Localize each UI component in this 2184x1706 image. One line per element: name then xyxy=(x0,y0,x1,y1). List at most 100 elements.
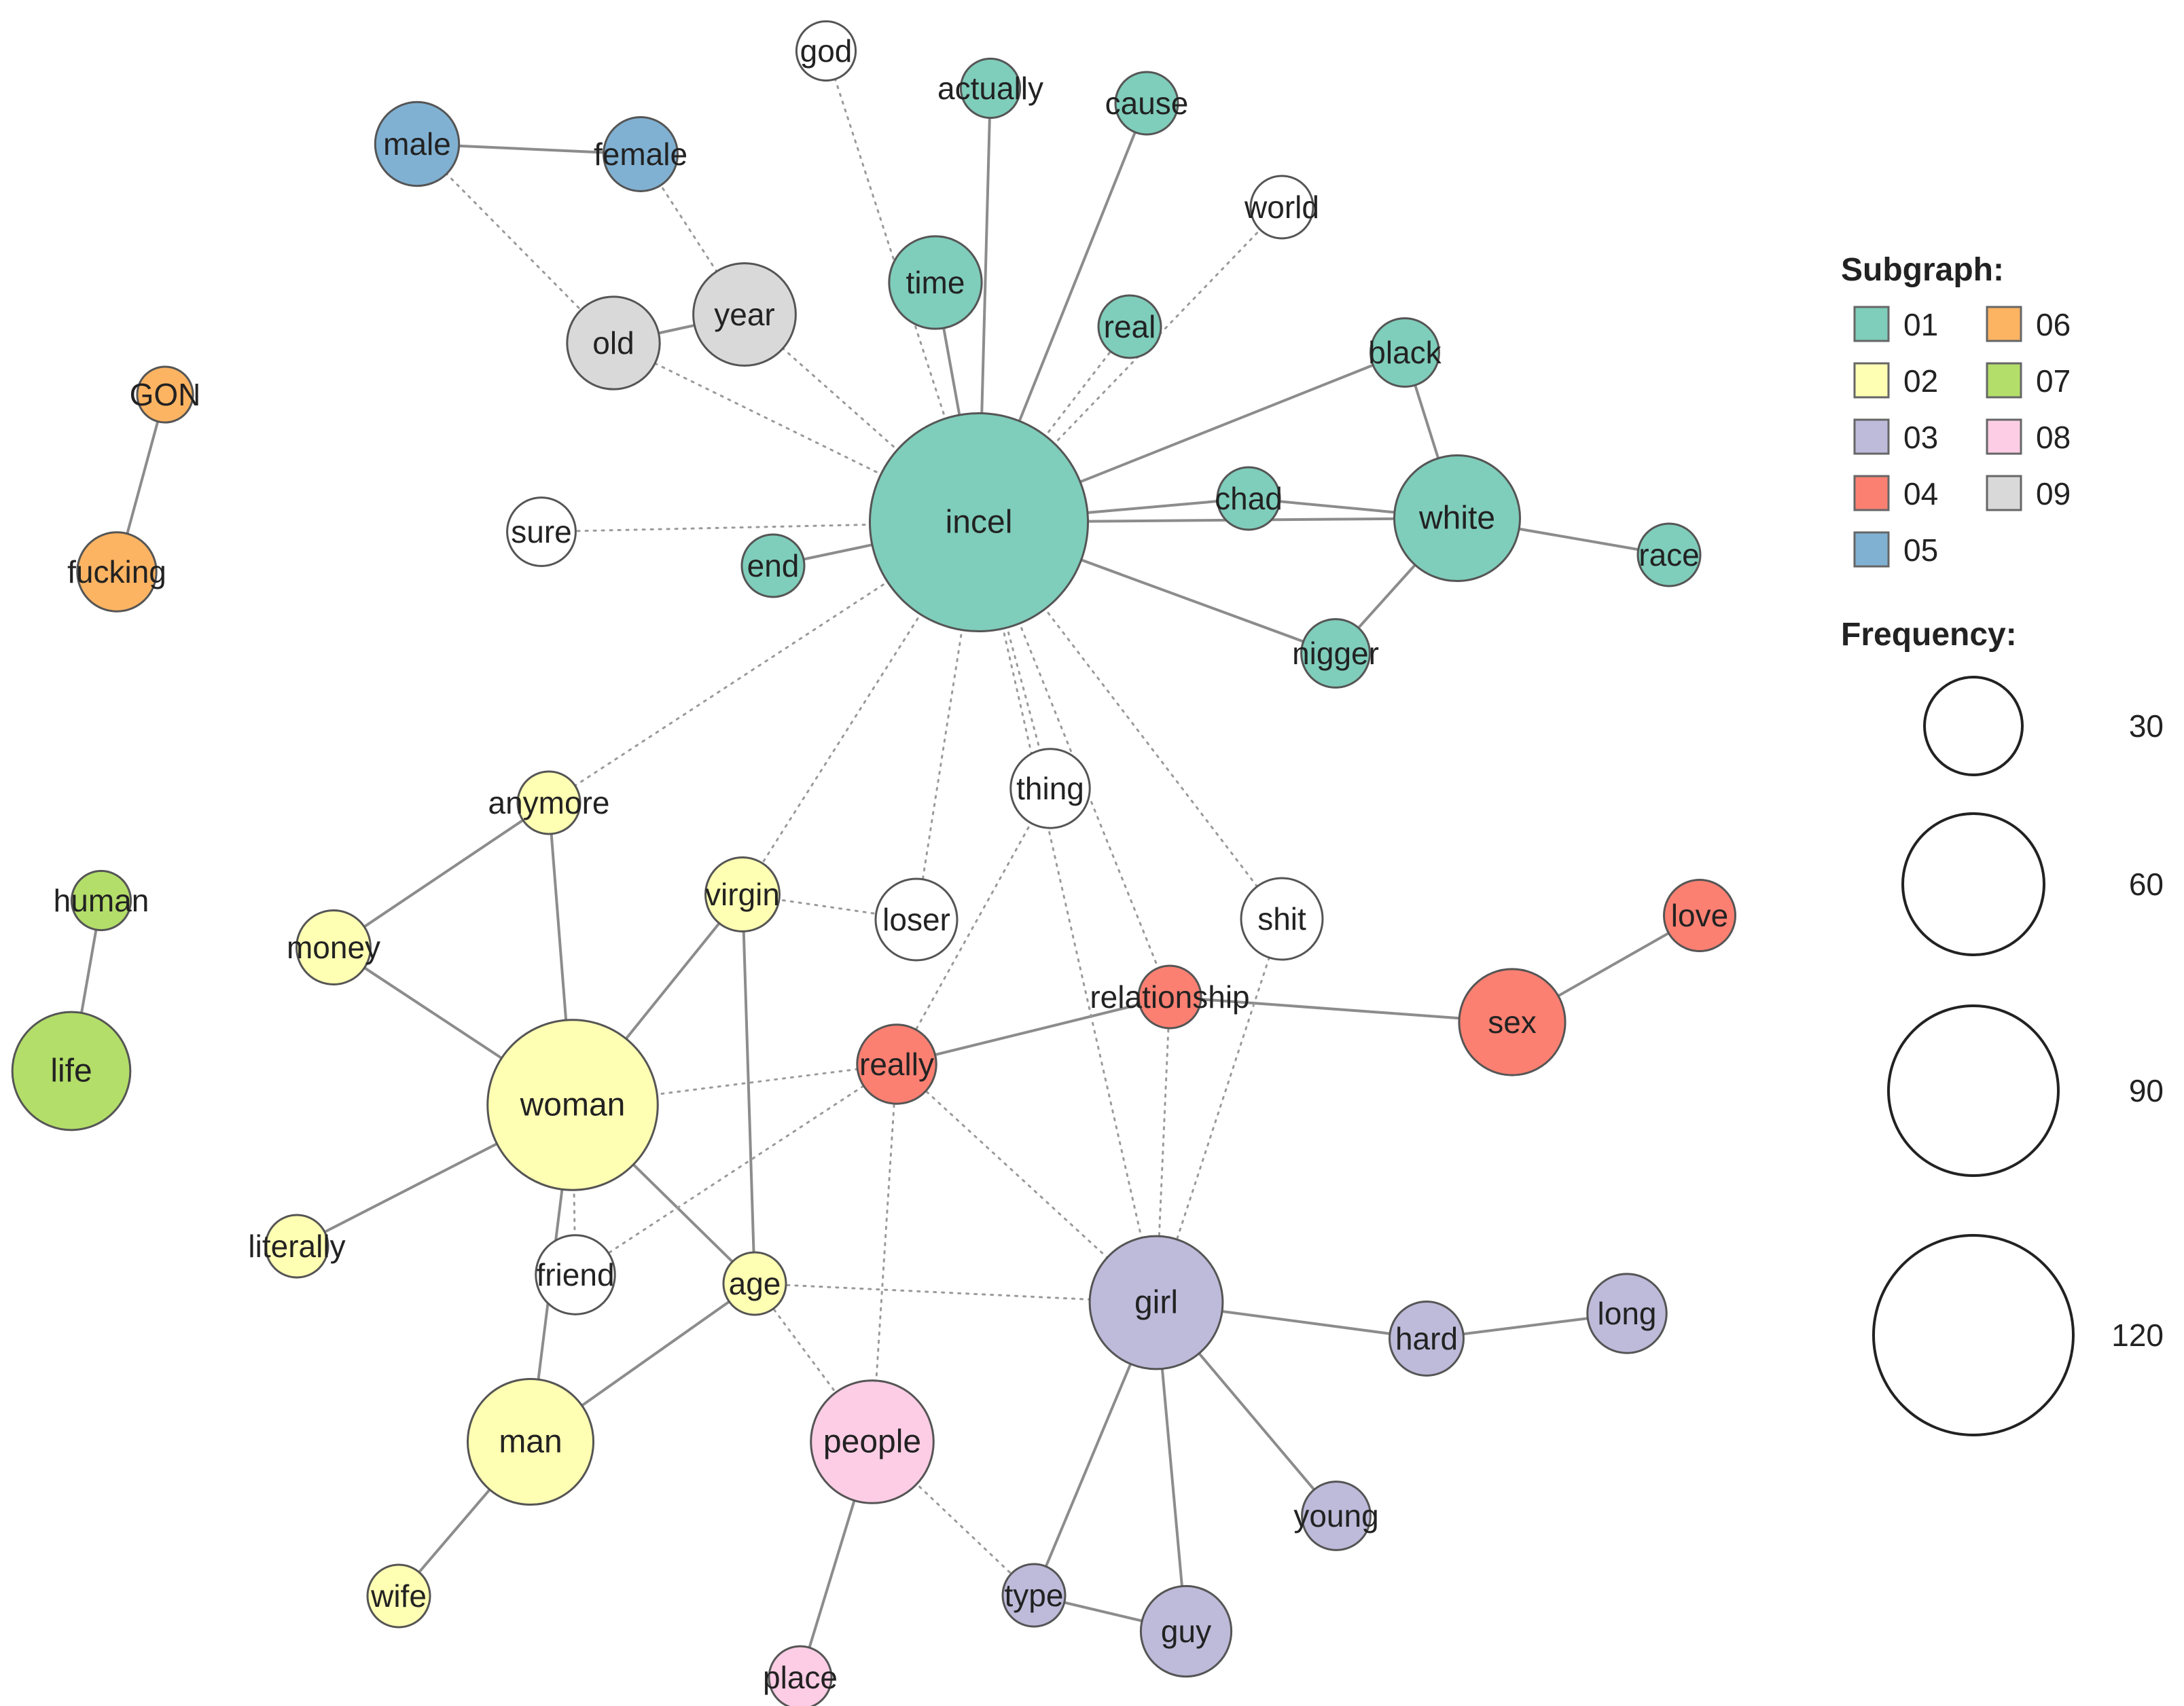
node-label-female: female xyxy=(594,137,687,172)
node-circle-old xyxy=(566,295,661,391)
node-circle-literally xyxy=(264,1214,329,1279)
node-female: female xyxy=(594,116,687,192)
edge-male-old xyxy=(416,143,615,344)
node-circle-chad xyxy=(1216,466,1281,531)
legend-size-label-90: 90 xyxy=(2129,1073,2164,1108)
edge-really-relationship xyxy=(896,996,1170,1066)
node-circle-virgin xyxy=(704,856,781,932)
node-man: man xyxy=(466,1377,595,1506)
node-label-young: young xyxy=(1293,1498,1378,1533)
node-label-time: time xyxy=(906,265,965,300)
node-label-year: year xyxy=(714,297,774,332)
node-old: old xyxy=(566,295,661,391)
legend-swatch-label-09: 09 xyxy=(2036,476,2071,511)
node-fucking: fucking xyxy=(67,531,166,613)
node-label-long: long xyxy=(1598,1296,1657,1331)
legend-size-circle-120 xyxy=(1872,1234,2075,1436)
node-label-shit: shit xyxy=(1257,901,1306,937)
node-circle-actually xyxy=(959,57,1022,120)
node-label-girl: girl xyxy=(1134,1285,1178,1321)
node-label-people: people xyxy=(823,1424,921,1460)
node-label-GON: GON xyxy=(130,377,201,412)
node-label-literally: literally xyxy=(248,1229,345,1264)
edge-incel-relationship xyxy=(978,521,1171,998)
node-circle-black xyxy=(1370,317,1440,388)
node-label-black: black xyxy=(1368,335,1442,370)
node-label-nigger: nigger xyxy=(1292,636,1379,671)
node-virgin: virgin xyxy=(704,856,781,932)
node-love: love xyxy=(1663,879,1736,952)
node-label-world: world xyxy=(1244,189,1319,225)
node-girl: girl xyxy=(1088,1235,1224,1371)
node-chad: chad xyxy=(1215,466,1283,531)
node-age: age xyxy=(722,1251,787,1316)
legend-swatch-04 xyxy=(1853,475,1890,511)
edge-woman-really xyxy=(571,1063,898,1106)
node-GON: GON xyxy=(130,365,201,424)
node-god: god xyxy=(795,20,857,82)
legend-swatch-06 xyxy=(1986,306,2022,342)
edge-incel-thing xyxy=(978,521,1052,790)
node-circle-human xyxy=(70,869,132,932)
node-circle-shit xyxy=(1240,877,1324,961)
node-circle-man xyxy=(466,1377,595,1506)
node-long: long xyxy=(1586,1273,1668,1354)
node-sure: sure xyxy=(506,496,577,567)
node-label-type: type xyxy=(1005,1578,1064,1613)
node-circle-white xyxy=(1393,454,1522,583)
node-label-actually: actually xyxy=(937,71,1043,106)
node-circle-real xyxy=(1097,294,1162,359)
node-circle-incel xyxy=(868,412,1090,633)
legend-size-label-30: 30 xyxy=(2129,708,2164,744)
node-label-human: human xyxy=(54,883,149,918)
node-circle-race xyxy=(1636,522,1702,587)
node-world: world xyxy=(1244,175,1319,240)
node-circle-sex xyxy=(1458,968,1567,1076)
node-label-anymore: anymore xyxy=(488,785,610,820)
edge-incel-girl xyxy=(978,521,1158,1304)
node-friend: friend xyxy=(535,1234,616,1315)
node-circle-time xyxy=(888,235,983,330)
node-circle-really xyxy=(856,1023,937,1105)
node-race: race xyxy=(1636,522,1702,587)
node-label-hard: hard xyxy=(1395,1321,1458,1356)
node-label-cause: cause xyxy=(1105,86,1189,121)
node-label-friend: friend xyxy=(536,1257,614,1292)
node-circle-age xyxy=(722,1251,787,1316)
node-circle-guy xyxy=(1139,1584,1233,1678)
node-circle-female xyxy=(603,116,679,192)
node-human: human xyxy=(54,869,149,932)
node-circle-girl xyxy=(1088,1235,1224,1371)
node-circle-hard xyxy=(1389,1301,1465,1377)
legend-swatch-label-04: 04 xyxy=(1903,476,1938,511)
node-woman: woman xyxy=(486,1019,659,1191)
legend-swatch-label-08: 08 xyxy=(2036,420,2071,455)
node-circle-wife xyxy=(366,1563,431,1629)
node-circle-thing xyxy=(1009,748,1091,829)
node-circle-nigger xyxy=(1300,618,1371,689)
node-really: really xyxy=(856,1023,937,1105)
node-circle-relationship xyxy=(1137,964,1202,1030)
node-relationship: relationship xyxy=(1090,964,1250,1030)
node-circle-people xyxy=(810,1379,935,1504)
node-circle-fucking xyxy=(76,531,158,613)
node-label-white: white xyxy=(1418,501,1495,537)
node-shit: shit xyxy=(1240,877,1324,961)
edge-virgin-age xyxy=(741,894,756,1284)
node-wife: wife xyxy=(366,1563,431,1629)
node-label-age: age xyxy=(729,1266,781,1301)
edge-really-thing xyxy=(895,787,1052,1066)
node-circle-GON xyxy=(136,365,194,424)
node-label-sure: sure xyxy=(511,514,571,549)
node-place: place xyxy=(763,1645,838,1706)
node-label-guy: guy xyxy=(1161,1614,1211,1649)
legend-size-label-60: 60 xyxy=(2129,867,2164,902)
legend-swatch-label-06: 06 xyxy=(2036,307,2071,342)
legend-size-circle-90 xyxy=(1887,1004,2060,1177)
legend-swatch-09 xyxy=(1986,475,2022,511)
node-label-incel: incel xyxy=(946,505,1013,541)
node-label-woman: woman xyxy=(520,1087,626,1123)
